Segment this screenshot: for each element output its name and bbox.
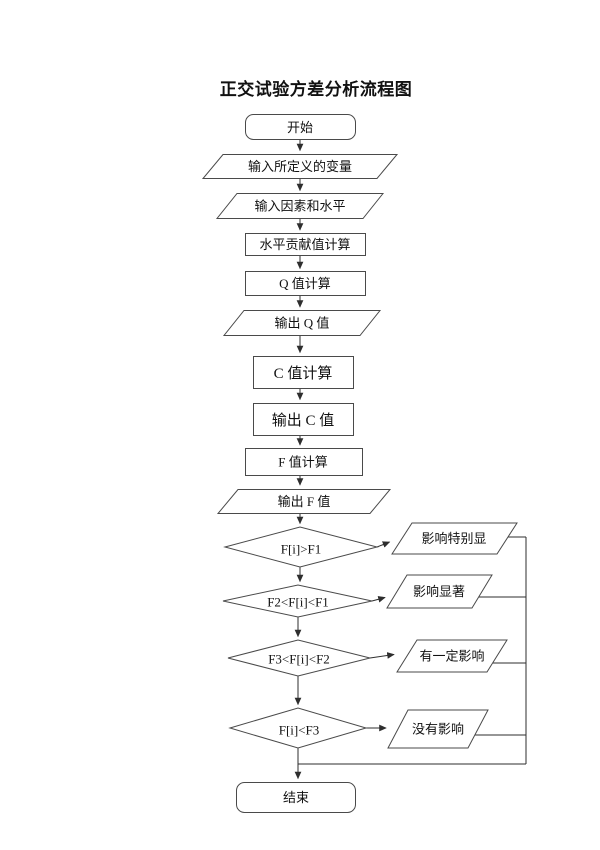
flow-arrow-decision-1-to-result-very-significant — [376, 541, 391, 548]
flow-arrow-decision-3-to-result-some-effect — [369, 652, 395, 659]
decision-diamond-shape — [227, 639, 371, 677]
node-input-factors: 输入因素和水平 — [215, 193, 385, 219]
io-parallelogram-shape — [201, 154, 399, 179]
node-c-value-output: 输出 C 值 — [253, 403, 354, 436]
flow-arrow-decision-2-to-result-significant — [371, 596, 386, 603]
process-rect-shape — [253, 356, 354, 389]
process-rect-shape — [245, 448, 363, 476]
node-result-no-effect: 没有影响 — [387, 709, 489, 749]
io-parallelogram-shape — [222, 310, 382, 336]
terminator-shape — [236, 782, 356, 813]
node-decision-2: F2<F[i]<F1 — [222, 584, 373, 618]
node-label: F 值计算 — [278, 455, 327, 470]
process-rect-shape — [245, 233, 366, 256]
io-parallelogram-shape — [215, 193, 385, 219]
node-label: F[i]>F1 — [281, 542, 322, 557]
decision-diamond-shape — [222, 584, 373, 618]
node-label: F2<F[i]<F1 — [267, 595, 329, 610]
node-result-very-significant: 影响特别显 — [391, 522, 518, 555]
node-result-some-effect: 有一定影响 — [396, 639, 508, 673]
io-parallelogram-shape — [387, 709, 489, 749]
node-label: F3<F[i]<F2 — [268, 652, 330, 667]
decision-diamond-shape — [223, 526, 379, 568]
io-parallelogram-shape — [391, 522, 518, 555]
node-decision-4: F[i]<F3 — [228, 707, 368, 749]
node-label: 影响特别显 — [421, 531, 486, 546]
decision-diamond-shape — [228, 707, 368, 749]
node-label: 影响显著 — [413, 584, 465, 599]
node-label: 输入因素和水平 — [254, 199, 345, 214]
node-start: 开始 — [245, 114, 356, 140]
node-result-significant: 影响显著 — [386, 574, 493, 609]
io-parallelogram-shape — [216, 489, 392, 514]
node-label: 输入所定义的变量 — [248, 159, 352, 174]
node-label: 开始 — [287, 120, 313, 135]
node-q-value-calc: Q 值计算 — [245, 271, 366, 296]
node-level-contribution-calc: 水平贡献值计算 — [245, 233, 366, 256]
io-parallelogram-shape — [386, 574, 493, 609]
node-label: 输出 F 值 — [278, 494, 331, 509]
io-parallelogram-shape — [396, 639, 508, 673]
node-f-value-calc: F 值计算 — [245, 448, 363, 476]
node-input-variables: 输入所定义的变量 — [201, 154, 399, 179]
node-label: F[i]<F3 — [279, 723, 320, 738]
node-label: 水平贡献值计算 — [259, 237, 350, 252]
node-end: 结束 — [236, 782, 356, 813]
process-rect-shape — [245, 271, 366, 296]
node-q-value-output: 输出 Q 值 — [222, 310, 382, 336]
terminator-shape — [245, 114, 356, 140]
node-label: C 值计算 — [274, 364, 333, 382]
node-label: 没有影响 — [412, 722, 464, 737]
node-label: 结束 — [283, 790, 309, 805]
node-label: 有一定影响 — [419, 649, 484, 664]
diagram-title: 正交试验方差分析流程图 — [220, 79, 413, 99]
node-decision-3: F3<F[i]<F2 — [227, 639, 371, 677]
node-label: 输出 Q 值 — [275, 316, 330, 331]
node-label: 输出 C 值 — [272, 412, 335, 429]
node-f-value-output: 输出 F 值 — [216, 489, 392, 514]
node-decision-1: F[i]>F1 — [223, 526, 379, 568]
node-label: Q 值计算 — [279, 276, 331, 291]
node-c-value-calc: C 值计算 — [253, 356, 354, 389]
process-rect-shape — [253, 403, 354, 436]
